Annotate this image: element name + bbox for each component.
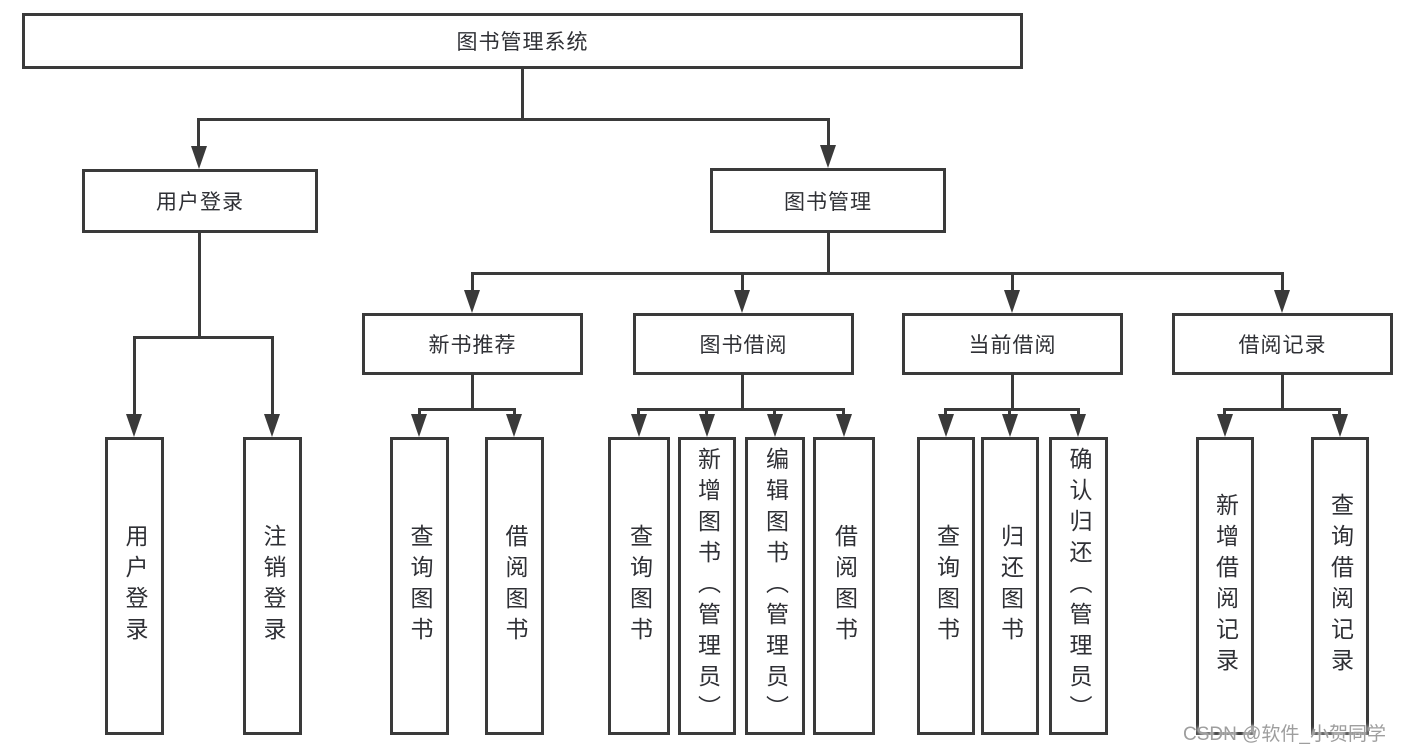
arrow-down bbox=[836, 414, 852, 437]
leaf-label: 查询图书 bbox=[626, 524, 653, 648]
leaf-query-books-current: 查询图书 bbox=[917, 437, 975, 735]
leaf-label: 新增借阅记录 bbox=[1212, 493, 1239, 679]
connector-root-stem bbox=[521, 69, 524, 118]
arrow-down-borrow-records bbox=[1274, 290, 1290, 313]
arrow-down bbox=[1002, 414, 1018, 437]
leaf-borrow-books-recommend: 借阅图书 bbox=[485, 437, 544, 735]
connector-drop bbox=[1008, 408, 1011, 416]
arrow-down bbox=[767, 414, 783, 437]
connector-drop-borrow-records bbox=[1281, 272, 1284, 292]
node-label: 图书借阅 bbox=[699, 334, 788, 357]
leaf-label: 归还图书 bbox=[997, 524, 1024, 648]
arrow-down bbox=[631, 414, 647, 437]
leaf-label: 查询借阅记录 bbox=[1327, 493, 1354, 679]
connector-drop-book-borrow bbox=[741, 272, 744, 292]
leaf-label: 查询图书 bbox=[407, 524, 433, 648]
leaf-add-books-admin: 新增图书（管理员） bbox=[678, 437, 736, 735]
connector-drop-new-books bbox=[471, 272, 474, 292]
leaf-confirm-return-admin: 确认归还（管理员） bbox=[1049, 437, 1108, 735]
leaf-return-books: 归还图书 bbox=[981, 437, 1039, 735]
connector-current-borrow-stem bbox=[1011, 375, 1014, 408]
leaf-label: 确认归还（管理员） bbox=[1066, 446, 1092, 726]
arrow-down bbox=[699, 414, 715, 437]
node-current-borrowing: 当前借阅 bbox=[902, 313, 1123, 375]
connector-drop bbox=[1338, 408, 1341, 416]
leaf-label: 注销登录 bbox=[260, 524, 286, 648]
connector-user-login-stem bbox=[198, 233, 201, 336]
connector-book-mgmt-rail bbox=[471, 272, 1284, 275]
node-label: 用户登录 bbox=[156, 191, 244, 214]
connector-new-books-rail bbox=[418, 408, 516, 411]
arrow-down bbox=[1070, 414, 1086, 437]
leaf-label: 用户登录 bbox=[122, 524, 148, 648]
leaf-query-books-borrowing: 查询图书 bbox=[608, 437, 670, 735]
arrow-down-current-borrow bbox=[1004, 290, 1020, 313]
arrow-down bbox=[411, 414, 427, 437]
node-new-book-recommend: 新书推荐 bbox=[362, 313, 583, 375]
connector-drop bbox=[705, 408, 708, 416]
connector-book-borrow-stem bbox=[741, 375, 744, 408]
arrow-down-book-mgmt bbox=[820, 145, 836, 168]
connector-drop bbox=[418, 408, 421, 416]
node-borrowing-records: 借阅记录 bbox=[1172, 313, 1393, 375]
arrow-down bbox=[506, 414, 522, 437]
arrow-down bbox=[1217, 414, 1233, 437]
leaf-edit-books-admin: 编辑图书（管理员） bbox=[745, 437, 805, 735]
leaf-label: 编辑图书（管理员） bbox=[762, 446, 789, 726]
connector-borrow-records-stem bbox=[1281, 375, 1284, 408]
connector-current-borrow-rail bbox=[944, 408, 1080, 411]
connector-drop bbox=[944, 408, 947, 416]
arrow-down bbox=[938, 414, 954, 437]
connector-book-borrow-rail bbox=[637, 408, 845, 411]
leaf-query-borrow-record: 查询借阅记录 bbox=[1311, 437, 1369, 735]
arrow-down-user-login bbox=[191, 146, 207, 169]
leaf-add-borrow-record: 新增借阅记录 bbox=[1196, 437, 1254, 735]
node-label: 借阅记录 bbox=[1238, 334, 1327, 357]
connector-borrow-records-rail bbox=[1223, 408, 1341, 411]
node-book-borrowing: 图书借阅 bbox=[633, 313, 854, 375]
leaf-borrow-books: 借阅图书 bbox=[813, 437, 875, 735]
connector-root-rail bbox=[197, 118, 830, 121]
arrow-down-new-books bbox=[464, 290, 480, 313]
connector-drop bbox=[773, 408, 776, 416]
leaf-label: 借阅图书 bbox=[831, 524, 858, 648]
connector-drop bbox=[1077, 408, 1080, 416]
node-label: 图书管理系统 bbox=[456, 31, 589, 54]
connector-drop-leaf-logout bbox=[271, 336, 274, 416]
node-label: 当前借阅 bbox=[968, 334, 1057, 357]
connector-drop bbox=[637, 408, 640, 416]
node-label: 新书推荐 bbox=[428, 334, 517, 357]
arrow-down-leaf-login bbox=[126, 414, 142, 437]
arrow-down bbox=[1332, 414, 1348, 437]
connector-drop-user-login bbox=[197, 118, 200, 148]
leaf-query-books-recommend: 查询图书 bbox=[390, 437, 449, 735]
connector-drop bbox=[513, 408, 516, 416]
connector-book-mgmt-stem bbox=[827, 233, 830, 274]
leaf-label: 新增图书（管理员） bbox=[694, 446, 721, 726]
connector-drop-book-mgmt bbox=[827, 118, 830, 148]
leaf-user-login: 用户登录 bbox=[105, 437, 164, 735]
node-book-management: 图书管理 bbox=[710, 168, 946, 233]
arrow-down-leaf-logout bbox=[264, 414, 280, 437]
connector-drop-leaf-login bbox=[133, 336, 136, 416]
node-library-management-system: 图书管理系统 bbox=[22, 13, 1023, 69]
connector-drop bbox=[842, 408, 845, 416]
connector-drop-current-borrow bbox=[1011, 272, 1014, 292]
csdn-watermark: CSDN @软件_小贺同学 bbox=[1183, 724, 1386, 745]
leaf-label: 借阅图书 bbox=[502, 524, 528, 648]
leaf-label: 查询图书 bbox=[933, 524, 960, 648]
leaf-logout: 注销登录 bbox=[243, 437, 302, 735]
connector-new-books-stem bbox=[471, 375, 474, 408]
node-user-login: 用户登录 bbox=[82, 169, 318, 233]
connector-drop bbox=[1223, 408, 1226, 416]
connector-user-login-rail bbox=[133, 336, 274, 339]
node-label: 图书管理 bbox=[784, 190, 872, 214]
arrow-down-book-borrow bbox=[734, 290, 750, 313]
